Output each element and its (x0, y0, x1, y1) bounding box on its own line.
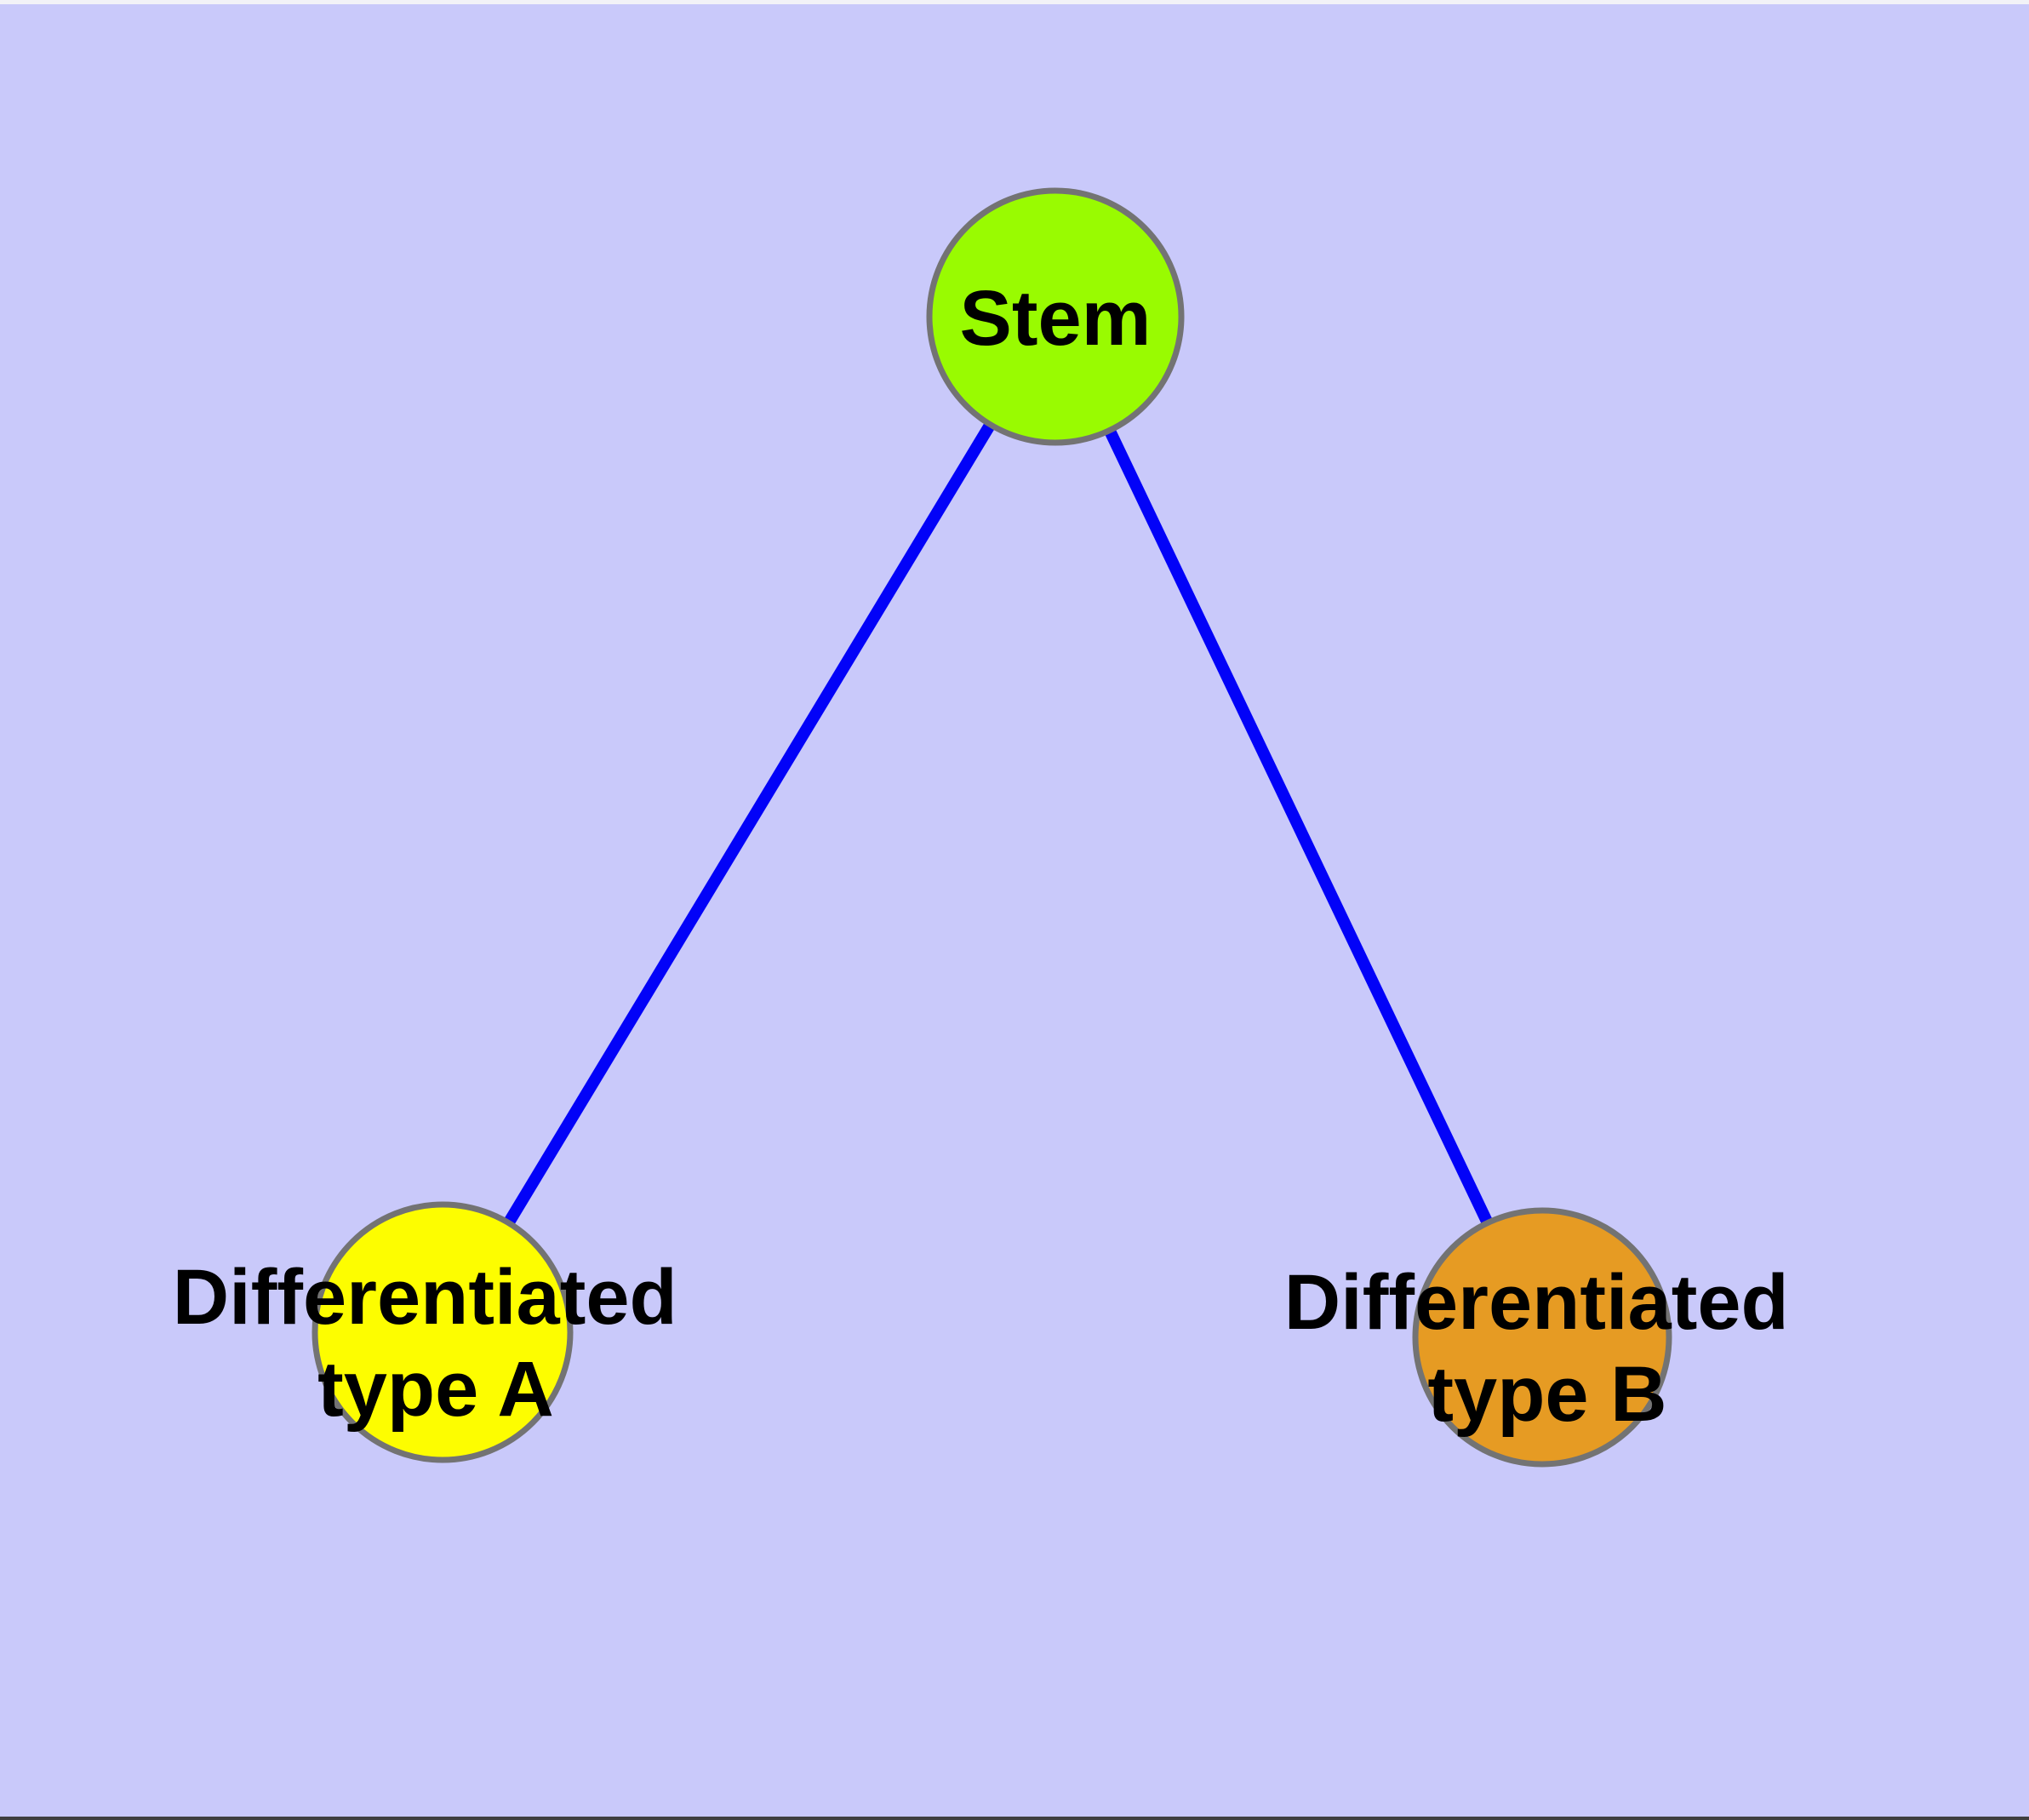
node-type-a-label-line2: type A (317, 1346, 554, 1433)
node-stem-label: Stem (960, 275, 1152, 362)
node-type-a-label: Differentiated type A (173, 1254, 700, 1433)
node-type-b-label-line1: Differentiated (1284, 1259, 1789, 1346)
node-differentiated-type-b[interactable] (1412, 1207, 1672, 1468)
node-type-b-label-line2: type B (1427, 1351, 1666, 1438)
bottom-window-edge (0, 1817, 2029, 1820)
node-stem[interactable] (926, 187, 1185, 446)
node-type-b-label: Differentiated type B (1284, 1259, 1811, 1438)
top-window-edge (0, 0, 2029, 4)
node-type-a-label-line1: Differentiated (173, 1254, 677, 1341)
edge-stem-to-type-a (437, 313, 1060, 1336)
edge-stem-to-type-b (1049, 313, 1548, 1341)
node-differentiated-type-a[interactable] (311, 1201, 574, 1463)
